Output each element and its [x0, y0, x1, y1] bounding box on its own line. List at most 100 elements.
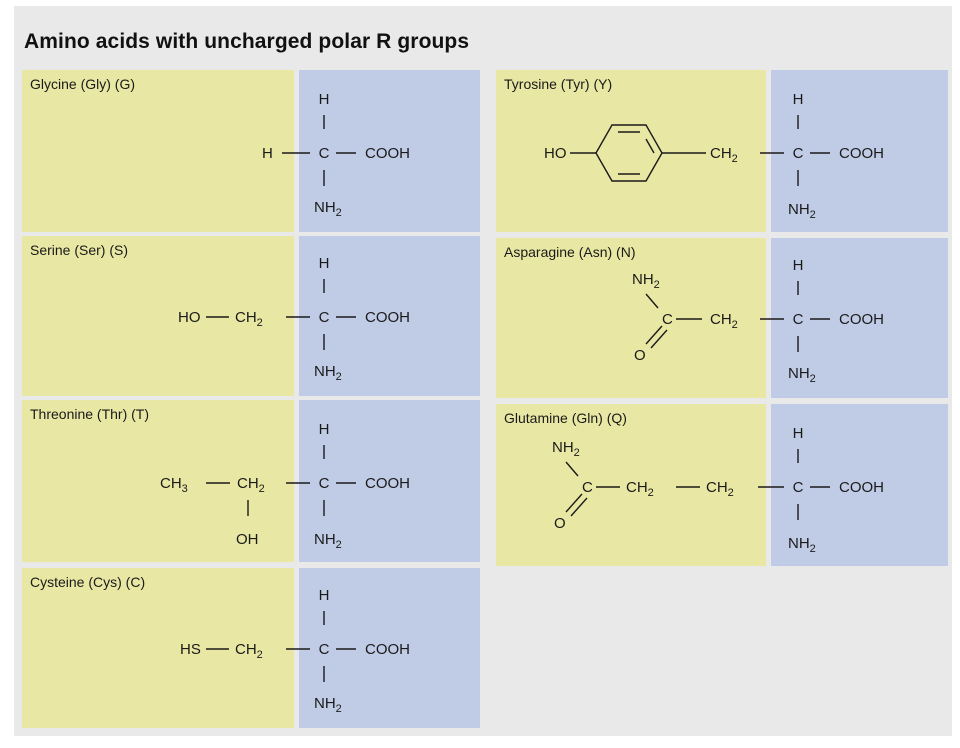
backbone-region	[299, 400, 480, 562]
structural-formula: H C COOH NH2 HO CH2	[544, 91, 884, 221]
backbone-region	[771, 238, 948, 398]
amino-group: NH	[788, 365, 810, 382]
subscript: 2	[654, 279, 660, 291]
panel-threonine: Threonine (Thr) (T) H C COOH NH2 CH3 CH2…	[22, 400, 480, 562]
subscript: 2	[336, 207, 342, 219]
backbone-h: H	[319, 421, 330, 438]
amino-acid-name: Glycine (Gly) (G)	[30, 76, 135, 92]
svg-text:NH2: NH2	[314, 695, 342, 715]
svg-text:NH2: NH2	[314, 199, 342, 219]
structural-formula: H C COOH NH2 H	[262, 91, 410, 219]
alpha-carbon: C	[319, 145, 330, 162]
structural-formula: H C COOH NH2 NH2 C O CH2 CH2	[552, 425, 884, 555]
svg-text:H: H	[262, 145, 273, 162]
amide-nh2: NH	[552, 439, 574, 456]
backbone-h: H	[793, 91, 804, 108]
alpha-carbon: C	[319, 309, 330, 326]
svg-text:C: C	[793, 311, 804, 328]
side-chain-region	[22, 400, 294, 562]
side-chain-region	[496, 238, 766, 398]
svg-text:CH3: CH3	[160, 475, 188, 495]
svg-text:C: C	[793, 145, 804, 162]
subscript: 2	[257, 649, 263, 661]
methylene-group-1: CH	[626, 479, 648, 496]
svg-text:COOH: COOH	[365, 641, 410, 658]
svg-text:HS: HS	[180, 641, 201, 658]
amino-acid-name: Glutamine (Gln) (Q)	[504, 410, 627, 426]
carbonyl-double-bond	[650, 329, 668, 349]
svg-text:H: H	[793, 257, 804, 274]
svg-text:CH2: CH2	[235, 641, 263, 661]
figure: Amino acids with uncharged polar R group…	[14, 6, 952, 736]
backbone-region	[771, 70, 948, 232]
alpha-carbon: C	[793, 145, 804, 162]
svg-text:CH2: CH2	[706, 479, 734, 499]
subscript: 2	[810, 209, 816, 221]
structural-formula: H C COOH NH2 HO CH2	[178, 255, 410, 383]
svg-text:COOH: COOH	[839, 479, 884, 496]
panel-asparagine: Asparagine (Asn) (N) H C COOH NH2 NH2 C …	[496, 238, 948, 398]
subscript: 2	[257, 317, 263, 329]
methine-group: CH	[237, 475, 259, 492]
amino-acid-name: Asparagine (Asn) (N)	[504, 244, 636, 260]
svg-text:H: H	[319, 255, 330, 272]
svg-text:O: O	[634, 347, 646, 364]
svg-text:CH2: CH2	[237, 475, 265, 495]
svg-text:HO: HO	[178, 309, 201, 326]
carboxyl-group: COOH	[839, 479, 884, 496]
ring-double-bond	[645, 138, 655, 154]
svg-text:CH2: CH2	[710, 145, 738, 165]
hydroxyl-group: OH	[236, 531, 259, 548]
carboxyl-group: COOH	[839, 311, 884, 328]
hydroxyl-group: HO	[178, 309, 201, 326]
amino-group: NH	[314, 531, 336, 548]
svg-text:COOH: COOH	[365, 309, 410, 326]
svg-text:COOH: COOH	[365, 145, 410, 162]
subscript: 3	[182, 483, 188, 495]
svg-text:C: C	[319, 641, 330, 658]
alpha-carbon: C	[793, 311, 804, 328]
svg-text:H: H	[319, 421, 330, 438]
backbone-region	[299, 568, 480, 728]
methylene-group: CH	[710, 145, 732, 162]
panel-serine: Serine (Ser) (S) H C COOH NH2 HO CH2	[22, 236, 480, 396]
amino-group: NH	[314, 199, 336, 216]
svg-text:NH2: NH2	[632, 271, 660, 291]
svg-text:H: H	[319, 91, 330, 108]
hydroxyl-group: HO	[544, 145, 567, 162]
amino-group: NH	[314, 695, 336, 712]
panel-cysteine: Cysteine (Cys) (C) H C COOH NH2 HS CH2	[22, 568, 480, 728]
backbone-h: H	[319, 587, 330, 604]
svg-text:C: C	[319, 145, 330, 162]
svg-text:NH2: NH2	[788, 535, 816, 555]
carbonyl-carbon: C	[582, 479, 593, 496]
benzene-ring	[595, 124, 663, 182]
carboxyl-group: COOH	[839, 145, 884, 162]
amide-nh2: NH	[632, 271, 654, 288]
amino-acid-name: Serine (Ser) (S)	[30, 242, 129, 258]
thiol-group: HS	[180, 641, 201, 658]
subscript: 2	[336, 371, 342, 383]
panel-glycine: Glycine (Gly) (G) H C COOH NH2 H	[22, 70, 480, 232]
backbone-region	[299, 70, 480, 232]
svg-text:H: H	[319, 587, 330, 604]
side-chain-region	[496, 70, 766, 232]
carboxyl-group: COOH	[365, 641, 410, 658]
figure-title: Amino acids with uncharged polar R group…	[24, 30, 470, 53]
svg-text:COOH: COOH	[839, 311, 884, 328]
subscript: 2	[732, 153, 738, 165]
subscript: 2	[732, 319, 738, 331]
side-chain-region	[22, 70, 294, 232]
svg-text:C: C	[319, 309, 330, 326]
backbone-h: H	[793, 425, 804, 442]
side-chain-h: H	[262, 145, 273, 162]
carbonyl-double-bond	[570, 497, 588, 517]
side-chain-region	[496, 404, 766, 566]
backbone-h: H	[319, 255, 330, 272]
amino-acid-name: Threonine (Thr) (T)	[30, 406, 150, 422]
svg-text:CH2: CH2	[235, 309, 263, 329]
subscript: 2	[728, 487, 734, 499]
alpha-carbon: C	[319, 475, 330, 492]
subscript: 2	[810, 373, 816, 385]
structural-formula: H C COOH NH2 NH2 C O CH2	[632, 257, 884, 385]
